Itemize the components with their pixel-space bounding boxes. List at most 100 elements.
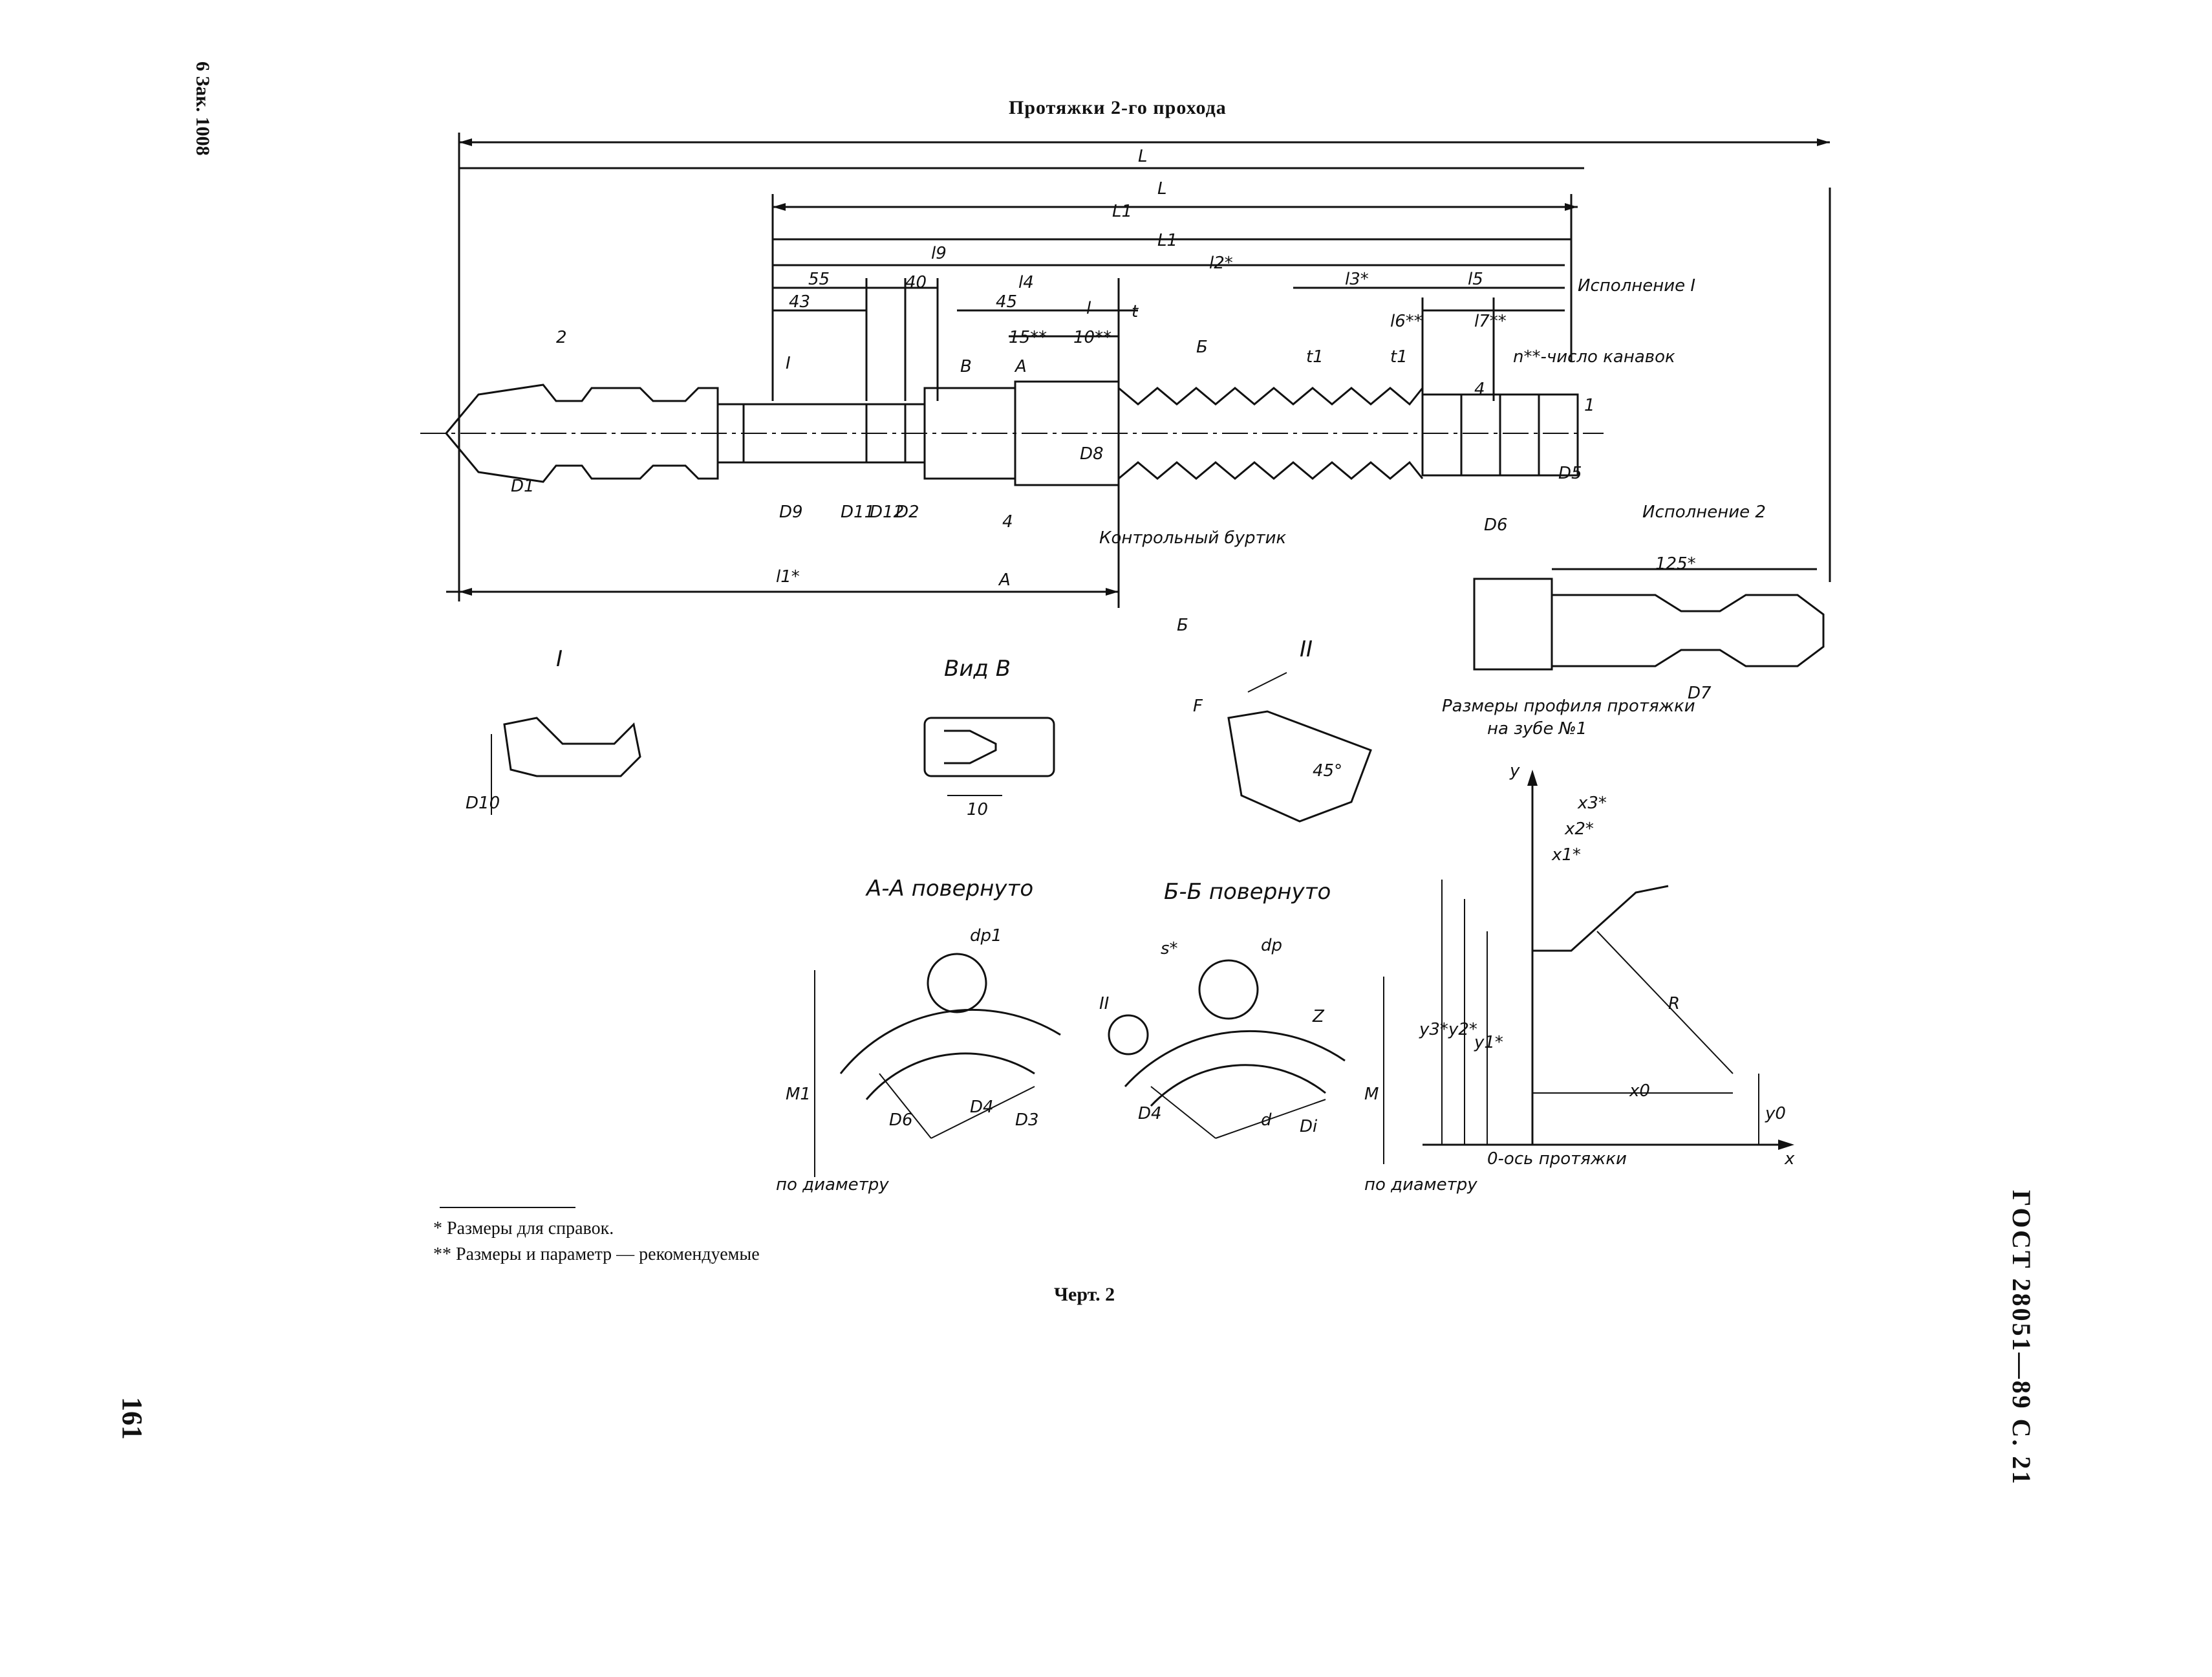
profile-x1: x1*	[1551, 845, 1581, 865]
drawing-caption: Черт. 2	[1054, 1284, 1115, 1305]
section-B-bottom: Б	[1177, 616, 1188, 635]
profile-y2: y2*	[1448, 1020, 1477, 1039]
section-BB-d: d	[1261, 1110, 1272, 1130]
broach-body	[420, 380, 1825, 671]
profile-x0: x0	[1629, 1081, 1650, 1101]
dim-45: 45	[996, 292, 1017, 312]
view-B-marker: B	[960, 357, 972, 376]
dim-l5: l5	[1468, 270, 1483, 289]
diam-D7: D7	[1688, 684, 1712, 703]
dim-l4: l4	[1018, 273, 1034, 292]
profile-title-line1: Размеры профиля протяжки	[1442, 697, 1695, 716]
section-BB: Б-Б повернуто s* dp Z II D4 d Di M по ди…	[1099, 879, 1477, 1195]
diam-D8: D8	[1080, 444, 1104, 464]
profile-y0: y0	[1765, 1104, 1786, 1123]
section-AA-D6: D6	[889, 1110, 913, 1130]
dim-t1-a: t1	[1306, 347, 1324, 367]
section-A-bottom: A	[998, 570, 1011, 590]
diam-D12: D12	[870, 503, 904, 522]
dim-l1: l1*	[776, 567, 800, 587]
section-BB-D4: D4	[1138, 1104, 1162, 1123]
section-AA: А-А повернуто dp1 D6 D4 D3 M1 по диаметр…	[776, 876, 1061, 1195]
dim-40: 40	[905, 273, 927, 292]
profile-y3: y3*	[1419, 1020, 1448, 1039]
main-view-labels: L L L1 L1 l9 l2* l3* l5 55 l4 43 40 45 l…	[511, 147, 1766, 703]
dim-43: 43	[789, 292, 810, 312]
dim-t: t	[1132, 302, 1139, 321]
dimension-lines	[446, 133, 1831, 608]
section-AA-M1: M1	[786, 1085, 811, 1104]
dim-l6: l6**	[1390, 312, 1423, 331]
detail-II: II F 45°	[1193, 636, 1372, 823]
dim-t1-b: t1	[1390, 347, 1408, 367]
page-title: Протяжки 2-го прохода	[1009, 97, 1227, 118]
profile-x2: x2*	[1564, 819, 1594, 839]
control-collar-label: Контрольный буртик	[1099, 528, 1287, 548]
dim-4-left: 4	[1002, 512, 1013, 532]
profile-axis-y: y	[1509, 761, 1520, 781]
dim-4-right: 4	[1474, 380, 1485, 399]
dim-L-top: L	[1138, 147, 1148, 166]
item-1-marker: 1	[1584, 396, 1595, 415]
profile-diagram: Размеры профиля протяжки на зубе №1 y x …	[1419, 697, 1795, 1169]
footnotes: * Размеры для справок. ** Размеры и пара…	[433, 1216, 760, 1268]
footnote-rule	[440, 1207, 575, 1208]
dim-l2: l2*	[1209, 254, 1233, 273]
dim-l9: l9	[931, 244, 947, 263]
footnote-1: * Размеры для справок.	[433, 1218, 614, 1239]
section-BB-dp: dp	[1261, 936, 1282, 955]
dim-15: 15**	[1009, 328, 1047, 347]
view-B-dim: 10	[967, 800, 988, 819]
execution-2-label: Исполнение 2	[1642, 503, 1766, 522]
section-BB-Di: Di	[1300, 1117, 1318, 1136]
profile-R: R	[1668, 994, 1680, 1013]
profile-axis-label: 0-ось протяжки	[1487, 1149, 1627, 1169]
detail-I-label: I	[556, 646, 563, 672]
detail-II-label: II	[1300, 636, 1313, 662]
execution-1-label: Исполнение I	[1578, 276, 1695, 296]
profile-x3: x3*	[1577, 794, 1607, 813]
section-AA-dp1: dp1	[970, 926, 1002, 946]
dim-125: 125*	[1655, 554, 1696, 574]
view-B-label: Вид В	[944, 656, 1011, 682]
dim-L-second: L	[1157, 179, 1167, 199]
footnote-2: ** Размеры и параметр — рекомендуемые	[433, 1244, 760, 1264]
detail-I-marker: I	[786, 354, 791, 373]
section-AA-by-diameter: по диаметру	[776, 1175, 889, 1195]
view-B: Вид В 10	[923, 656, 1055, 819]
dim-55: 55	[808, 270, 830, 289]
diam-D2: D2	[896, 503, 919, 522]
section-BB-s: s*	[1161, 939, 1178, 958]
detail-II-angle: 45°	[1313, 761, 1342, 781]
diam-D1: D1	[511, 477, 535, 496]
profile-title-line2: на зубе №1	[1487, 719, 1587, 739]
section-AA-label: А-А повернуто	[865, 876, 1033, 902]
section-A-top: A	[1014, 357, 1027, 376]
profile-axis-x: x	[1784, 1149, 1795, 1169]
section-BB-M: M	[1364, 1085, 1379, 1104]
section-BB-by-diameter: по диаметру	[1364, 1175, 1477, 1195]
diam-D11: D11	[841, 503, 875, 522]
dim-L1: L1	[1112, 202, 1132, 221]
diam-D6: D6	[1484, 515, 1508, 535]
section-AA-D3: D3	[1015, 1110, 1039, 1130]
diam-D5: D5	[1558, 464, 1582, 483]
detail-I: I D10	[466, 646, 641, 815]
section-B-top: Б	[1196, 338, 1208, 357]
dim-L1-second: L1	[1157, 231, 1177, 250]
detail-I-dim: D10	[466, 794, 500, 813]
section-BB-label: Б-Б повернуто	[1164, 879, 1331, 905]
section-BB-Z: Z	[1312, 1007, 1325, 1026]
profile-y1: y1*	[1474, 1033, 1503, 1052]
groove-count-note: n**-число канавок	[1513, 347, 1675, 367]
dim-l3: l3*	[1345, 270, 1369, 289]
diam-D9: D9	[779, 503, 803, 522]
dim-10: 10**	[1073, 328, 1111, 347]
dim-l: l	[1086, 299, 1091, 318]
dim-l7: l7**	[1474, 312, 1507, 331]
section-BB-II: II	[1099, 994, 1109, 1013]
item-2-marker: 2	[556, 328, 567, 347]
section-AA-D4: D4	[970, 1098, 994, 1117]
